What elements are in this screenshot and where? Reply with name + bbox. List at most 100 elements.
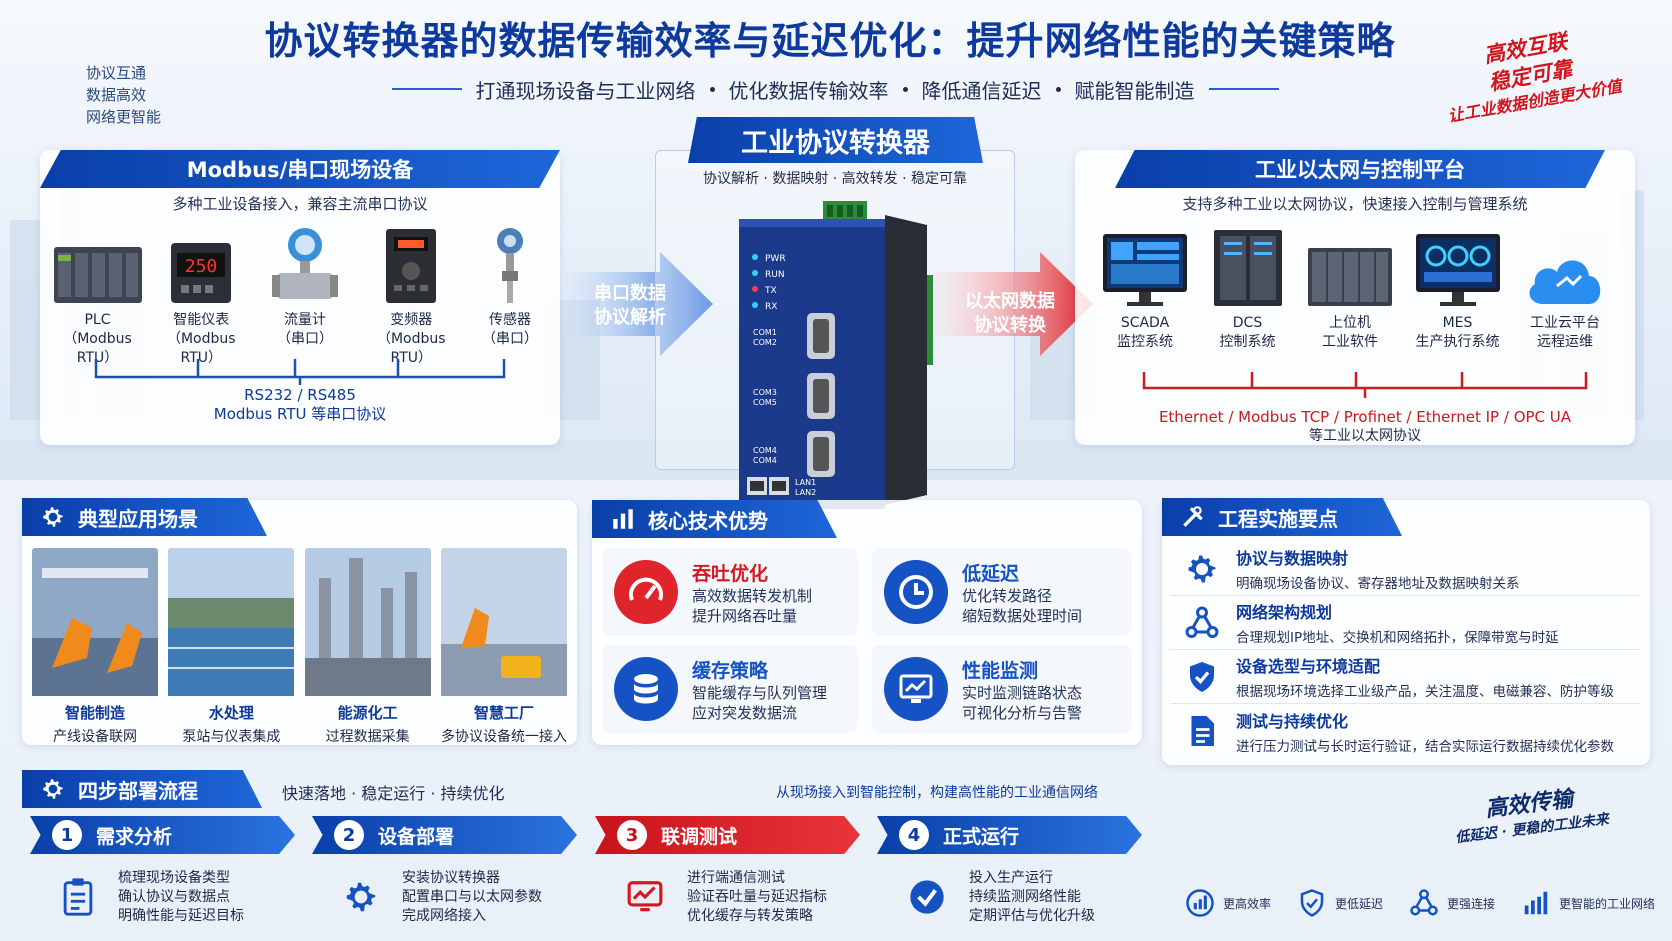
system-name: DCS	[1232, 315, 1263, 331]
step-title: 联调测试	[661, 825, 738, 848]
system-name: 上位机	[1329, 315, 1371, 331]
advantage-line: 应对突发数据流	[692, 703, 798, 722]
system-sub: 生产执行系统	[1415, 334, 1500, 350]
device-protocol: （Modbus RTU）	[63, 331, 132, 366]
advantage-line: 智能缓存与队列管理	[692, 683, 828, 702]
scenario-sub: 多协议设备统一接入	[440, 729, 567, 745]
device-name: PLC	[84, 312, 111, 328]
deploy-header: 四步部署流程	[22, 770, 262, 808]
badge-label: 更低延迟	[1334, 896, 1383, 911]
implementation-panel	[1162, 500, 1650, 765]
serial-arrow-label: 串口数据 协议解析	[575, 282, 685, 330]
step-2-header: 2 设备部署	[312, 816, 577, 854]
implementation-item-title: 协议与数据映射	[1236, 549, 1349, 568]
step-line: 投入生产运行	[969, 869, 1053, 886]
tagline-left: 协议互通 数据高效 网络更智能	[86, 62, 161, 128]
advantage-title: 低延迟	[962, 562, 1020, 585]
scenario-energy-chemical: 能源化工 过程数据采集	[304, 548, 431, 746]
implementation-item: 设备选型与环境适配根据现场环境选择工业级产品，关注温度、电磁兼容、防护等级	[1170, 650, 1640, 704]
network-topology-icon	[1410, 889, 1438, 916]
implementation-item-title: 测试与持续优化	[1236, 711, 1349, 731]
network-topology-icon	[1185, 606, 1219, 638]
step-line: 优化缓存与转发策略	[687, 907, 813, 924]
subtitle-bar: 打通现场设备与工业网络 优化数据传输效率 降低通信延迟 赋能智能制造	[330, 72, 1340, 106]
tagline-line: 网络更智能	[86, 108, 162, 126]
ethernet-bus-lines	[1142, 372, 1588, 398]
deploy-right-text: 从现场接入到智能控制，构建高性能的工业通信网络	[776, 785, 1098, 801]
port-com-label: COM5	[753, 398, 777, 407]
step-line: 明确性能与延迟目标	[118, 907, 244, 924]
step-4-header: 4 正式运行	[877, 816, 1142, 854]
implementation-title: 工程实施要点	[1218, 506, 1338, 531]
device-inverter: 变频器 （Modbus RTU）	[361, 225, 461, 368]
badge-label: 更强连接	[1446, 896, 1495, 911]
tagline-line: 数据高效	[86, 86, 147, 104]
converter-to-ethernet-arrow	[935, 252, 1093, 356]
ethernet-platform-desc: 支持多种工业以太网协议，快速接入控制与管理系统	[1182, 195, 1528, 213]
step-number: 4	[899, 820, 929, 850]
device-flowmeter: 流量计 （串口）	[258, 225, 353, 368]
subtitle-item: 打通现场设备与工业网络	[475, 78, 696, 103]
badge-label: 更高效率	[1223, 896, 1272, 911]
inverter-icon	[386, 229, 437, 303]
scenarios-header: 典型应用场景	[22, 498, 267, 536]
step-number: 2	[334, 820, 364, 850]
monitor-chart-icon	[627, 881, 663, 912]
step-line: 配置串口与以太网参数	[402, 888, 542, 905]
system-name: SCADA	[1120, 315, 1170, 331]
subtitle-dot	[1055, 86, 1061, 92]
dashboard-monitor-icon	[1415, 234, 1500, 306]
shield-check-icon	[1190, 661, 1214, 692]
subtitle-dot	[902, 86, 908, 92]
converter-title: 工业协议转换器	[688, 117, 983, 163]
subtitle-line-right	[1208, 88, 1279, 90]
port-com1-com2: COM1	[753, 328, 777, 337]
advantages-header: 核心技术优势	[592, 500, 837, 538]
advantage-title: 缓存策略	[692, 659, 769, 682]
step-1-header: 1 需求分析	[30, 816, 295, 854]
bar-chart-icon	[613, 509, 633, 529]
system-sub: 远程运维	[1537, 334, 1593, 350]
advantage-line: 提升网络吞吐量	[692, 606, 798, 625]
sensor-icon	[497, 228, 523, 303]
implementation-item-desc: 合理规划IP地址、交换机和网络拓扑，保障带宽与时延	[1236, 630, 1559, 646]
step-line: 安装协议转换器	[402, 869, 500, 886]
serial-bus-label: RS232 / RS485 Modbus RTU 等串口协议	[90, 386, 510, 424]
system-name: 工业云平台	[1530, 315, 1600, 331]
scenario-water-treatment: 水处理 泵站与仪表集成	[168, 548, 295, 746]
arrow-line: 以太网数据	[965, 291, 1055, 312]
port-com3-com5: COM3	[753, 388, 777, 397]
gear-icon	[346, 882, 376, 912]
advantage-low-latency: 低延迟 优化转发路径 缩短数据处理时间	[872, 548, 1132, 636]
advantage-title: 吞吐优化	[692, 562, 769, 585]
subtitle-item: 降低通信延迟	[921, 78, 1042, 103]
system-host: 上位机 工业软件	[1300, 228, 1400, 352]
device-protocol: （Modbus RTU）	[166, 331, 236, 366]
subtitle-item: 优化数据传输效率	[728, 78, 889, 103]
arrow-line: 串口数据	[594, 283, 666, 304]
advantage-cache: 缓存策略 智能缓存与队列管理 应对突发数据流	[602, 645, 858, 733]
system-mes: MES 生产执行系统	[1403, 228, 1513, 352]
step-4-body: 投入生产运行持续监测网络性能定期评估与优化升级	[885, 862, 1140, 932]
smart-meter-icon: 250	[171, 243, 232, 303]
badge-latency: 更低延迟	[1297, 888, 1383, 918]
growth-chart-icon	[1524, 891, 1548, 915]
implementation-item: 网络架构规划合理规划IP地址、交换机和网络拓扑，保障带宽与时延	[1170, 596, 1640, 650]
step-line: 持续监测网络性能	[969, 888, 1081, 905]
device-name: 智能仪表	[173, 312, 230, 328]
field-devices-title: Modbus/串口现场设备	[40, 150, 560, 188]
serial-to-converter-arrow	[565, 252, 713, 356]
implementation-list: 协议与数据映射明确现场设备协议、寄存器地址及数据映射关系 网络架构规划合理规划I…	[1170, 542, 1640, 758]
deploy-slogan: 快速落地 · 稳定运行 · 持续优化	[282, 784, 505, 803]
bus-line: 等工业以太网协议	[1309, 428, 1421, 444]
shield-check-icon	[1300, 889, 1324, 917]
plc-icon	[53, 247, 142, 303]
page-title: 协议转换器的数据传输效率与延迟优化：提升网络性能的关键策略	[264, 19, 1396, 63]
advantage-monitoring: 性能监测 实时监测链路状态 可视化分析与告警	[872, 645, 1132, 733]
footer-badges: 更高效率 更低延迟 更强连接 更智能的工业网络	[1185, 888, 1655, 918]
implementation-item: 协议与数据映射明确现场设备协议、寄存器地址及数据映射关系	[1170, 542, 1640, 596]
device-protocol: （串口）	[482, 331, 538, 347]
device-name: 变频器	[390, 312, 433, 328]
subtitle-dot	[709, 86, 715, 92]
